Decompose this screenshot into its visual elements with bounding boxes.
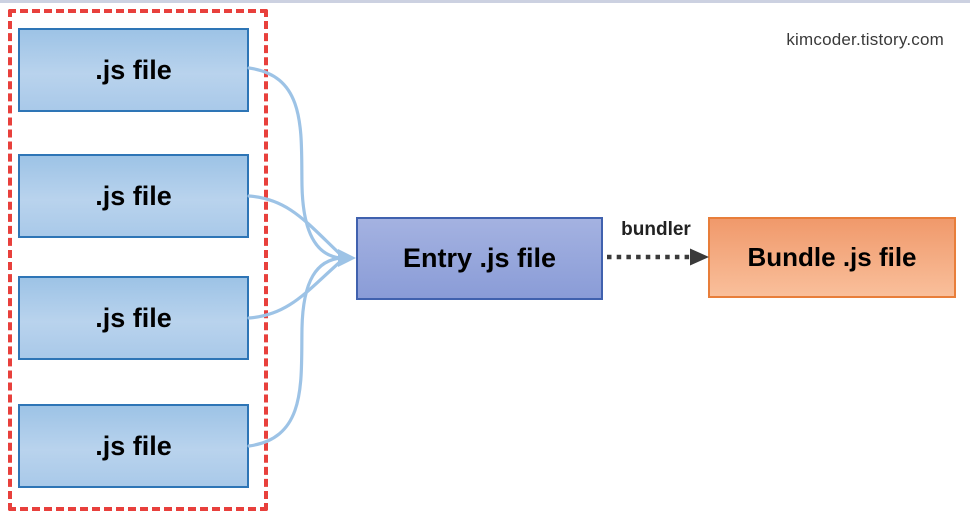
watermark-text: kimcoder.tistory.com [786,30,944,49]
source-js-file-box-4: .js file [18,404,249,488]
source-js-file-label-1: .js file [95,54,172,85]
bundle-js-file-box: Bundle .js file [708,217,956,298]
source-js-file-box-1: .js file [18,28,249,112]
bundler-arrowhead-icon [690,248,709,266]
source-js-file-box-2: .js file [18,154,249,238]
entry-js-file-label: Entry .js file [402,243,557,273]
source-js-file-label-3: .js file [95,302,172,333]
source-js-file-box-3: .js file [18,276,249,360]
entry-js-file-box: Entry .js file [356,217,603,300]
source-js-file-label-4: .js file [95,430,172,461]
bundle-js-file-label: Bundle .js file [747,242,917,272]
top-edge-strip [0,0,970,3]
connector-arrowhead-icon [338,249,356,267]
bundler-arrow-label: bundler [621,219,691,240]
source-js-file-label-2: .js file [95,180,172,211]
